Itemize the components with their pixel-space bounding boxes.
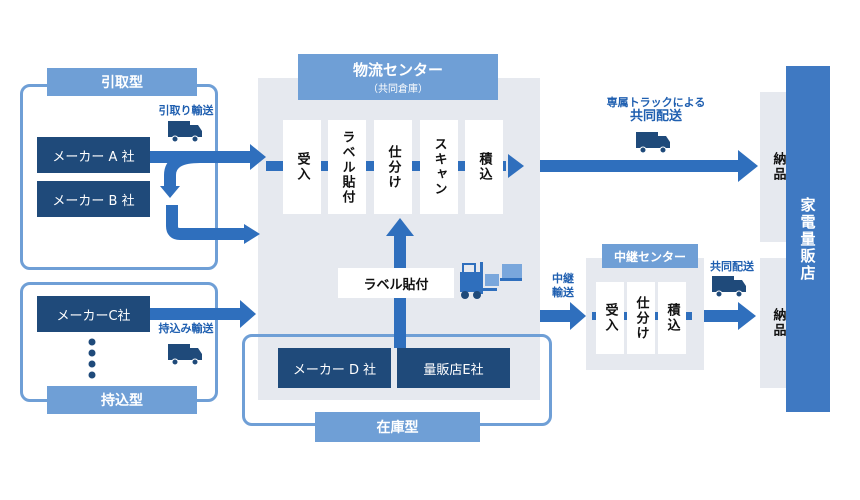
maker-a: メーカー A 社 [37, 137, 150, 173]
truck-icon-dedicated [636, 132, 670, 154]
electronics-store-label: 家電量販店 [798, 196, 817, 282]
hikitori-transport-label: 引取り輸送 [158, 104, 214, 117]
store-e: 量販店E社 [397, 348, 510, 388]
label-station: ラベル貼付 [338, 268, 454, 298]
mochikomi-transport-label: 持込み輸送 [158, 322, 214, 335]
nohin-bottom-label: 納品 [770, 308, 786, 338]
mochikomi-label: 持込型 [47, 386, 197, 414]
relay-step-loading: 積込 [658, 282, 686, 354]
logistics-center-subtitle: （共同倉庫） [368, 84, 428, 95]
step-loading: 積込 [465, 120, 503, 214]
step-scan: スキャン [420, 120, 458, 214]
nohin-top-label: 納品 [770, 152, 786, 182]
relay-center-title: 中継センター [602, 244, 698, 268]
step-ukeire: 受入 [283, 120, 321, 214]
hikitori-label: 引取型 [47, 68, 197, 96]
relay-transport-label: 中継 輸送 [552, 272, 574, 299]
step-sorting: 仕分け [374, 120, 412, 214]
logistics-center-title-box: 物流センター （共同倉庫） [298, 54, 498, 100]
step-label: ラベル貼付 [328, 120, 366, 214]
truck-icon-mochikomi [168, 344, 202, 366]
maker-c: メーカーC社 [37, 296, 150, 332]
relay-step-ukeire: 受入 [596, 282, 624, 354]
relay-step-sorting: 仕分け [627, 282, 655, 354]
maker-d: メーカー D 社 [278, 348, 391, 388]
maker-b: メーカー B 社 [37, 181, 150, 217]
logistics-center-title: 物流センター [352, 61, 443, 79]
forklift-icon [460, 262, 522, 299]
electronics-store-bar: 家電量販店 [786, 66, 830, 412]
dedicated-delivery-label: 専属トラックによる 共同配送 [606, 96, 706, 124]
relay-delivery-label: 共同配送 [710, 260, 754, 273]
truck-icon-relay [712, 276, 746, 298]
zaiko-label: 在庫型 [315, 412, 480, 442]
truck-icon-hikitori [168, 121, 202, 143]
